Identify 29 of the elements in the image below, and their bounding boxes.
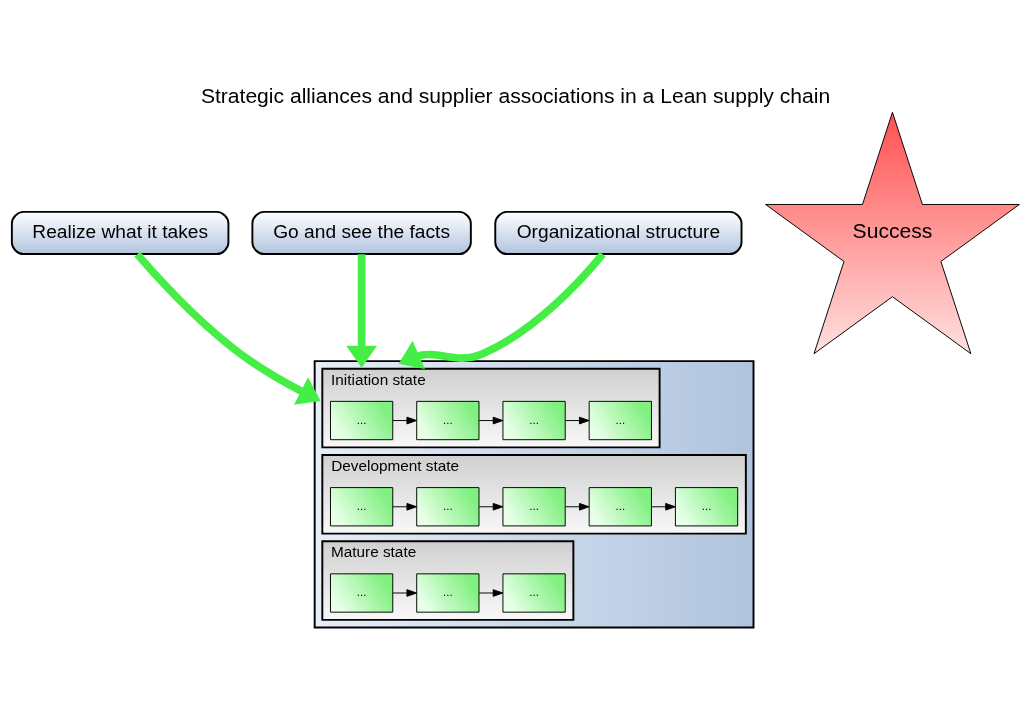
arrow (134, 251, 321, 405)
node-box: ... (416, 573, 480, 613)
arrow (398, 251, 606, 370)
node-box: ... (330, 487, 394, 527)
node-box: ... (588, 487, 652, 527)
arrow (392, 416, 417, 425)
arrow (478, 416, 504, 425)
arrow (478, 502, 504, 511)
node-box: ... (502, 573, 566, 613)
arrow (564, 416, 590, 425)
node-box: ... (416, 487, 480, 527)
arrow (651, 502, 676, 511)
node-box: ... (502, 487, 566, 527)
diagram-title: Strategic alliances and supplier associations in a Lean supply chain (200, 83, 831, 107)
cluster (313, 360, 755, 629)
node-box: Organizational structure (494, 210, 743, 255)
node-box: Go and see the facts (251, 210, 472, 255)
node-box: ... (330, 400, 394, 441)
arrow (392, 502, 417, 511)
node-box: ... (416, 400, 480, 441)
arrow (346, 254, 378, 368)
node-box: ... (330, 573, 394, 613)
node-box: ... (588, 400, 652, 441)
node-box: ... (674, 487, 739, 527)
arrow (392, 589, 417, 597)
node-box: ... (502, 400, 566, 441)
arrow (564, 502, 590, 511)
node-box: Realize what it takes (10, 210, 230, 255)
arrow (478, 589, 504, 597)
